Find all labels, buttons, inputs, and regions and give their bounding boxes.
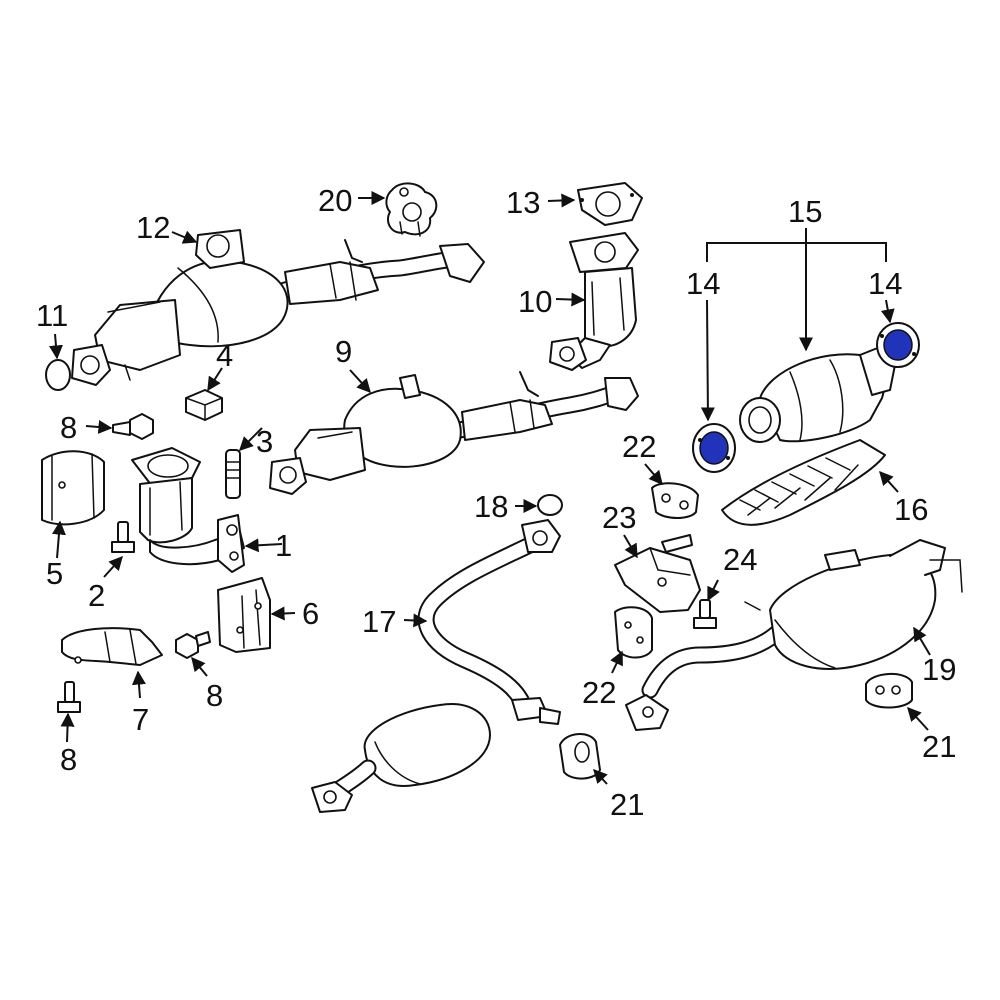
callout-22-lower: 22: [582, 675, 616, 710]
part-16-heat-shield[interactable]: [721, 439, 886, 526]
part-11-ring-gasket[interactable]: [45, 359, 71, 391]
callout-18: 18: [474, 489, 508, 524]
part-14-gasket-left[interactable]: [692, 423, 736, 473]
callout-15: 15: [788, 194, 822, 229]
part-21-exhaust-hanger-right[interactable]: [865, 673, 913, 709]
part-15-catalytic-converter[interactable]: [739, 344, 896, 443]
callout-17: 17: [362, 604, 396, 639]
callout-9: 9: [335, 334, 352, 369]
part-13-exhaust-gasket[interactable]: [577, 182, 643, 226]
part-20-exhaust-hanger-insulator[interactable]: [385, 182, 438, 237]
callout-8-middle: 8: [206, 678, 223, 713]
callout-5: 5: [46, 556, 63, 591]
callout-1: 1: [275, 528, 292, 563]
callout-7: 7: [132, 702, 149, 737]
callout-8-lower: 8: [60, 742, 77, 777]
part-17-center-exhaust-pipe[interactable]: [311, 519, 561, 813]
part-14-gasket-right[interactable]: [876, 322, 920, 368]
callout-14-right: 14: [868, 266, 902, 301]
part-1-catalytic-converter[interactable]: [131, 447, 245, 573]
callout-20: 20: [318, 183, 352, 218]
callout-13: 13: [506, 185, 540, 220]
part-24-bolt[interactable]: [693, 599, 717, 629]
callout-21-center: 21: [610, 787, 644, 822]
part-5-heat-shield[interactable]: [41, 450, 105, 526]
callout-12: 12: [136, 210, 170, 245]
part-7-heat-shield[interactable]: [61, 627, 163, 666]
callout-11: 11: [36, 298, 68, 333]
callout-21-right: 21: [922, 729, 956, 764]
part-21-exhaust-hanger-center[interactable]: [559, 733, 601, 780]
callout-24: 24: [723, 542, 757, 577]
part-4-nut[interactable]: [185, 389, 223, 421]
callout-3: 3: [256, 424, 273, 459]
part-6-heat-shield[interactable]: [217, 577, 271, 653]
part-18-ring-gasket[interactable]: [537, 494, 563, 516]
callout-16: 16: [894, 492, 928, 527]
callout-19: 19: [922, 652, 956, 687]
callout-6: 6: [302, 596, 319, 631]
callout-4: 4: [216, 338, 233, 373]
callout-labels: 1 2 3 4 5 6 7 8 8 8 9 10 11 12 13 14 14 …: [36, 183, 956, 822]
part-23-hanger-bracket[interactable]: [614, 534, 701, 613]
part-22-exhaust-hanger-lower[interactable]: [614, 606, 653, 659]
part-2-bolt[interactable]: [111, 521, 135, 553]
callout-2: 2: [88, 578, 105, 613]
part-22-exhaust-hanger-upper[interactable]: [651, 482, 699, 519]
part-3-stud[interactable]: [225, 449, 241, 499]
part-9-front-exhaust-pipe[interactable]: [269, 371, 639, 495]
part-8-bolt-middle[interactable]: [175, 631, 211, 659]
callout-22-upper: 22: [622, 429, 656, 464]
callout-14-left: 14: [686, 266, 720, 301]
part-12-front-exhaust-pipe[interactable]: [71, 229, 485, 386]
callout-8-upper: 8: [60, 410, 77, 445]
part-19-rear-muffler[interactable]: [625, 539, 963, 731]
callout-23: 23: [602, 500, 636, 535]
part-10-catalytic-converter[interactable]: [549, 232, 639, 371]
callout-10: 10: [518, 284, 552, 319]
leader-lines: [48, 191, 931, 785]
part-8-bolt-lower[interactable]: [57, 681, 81, 713]
part-8-bolt-upper[interactable]: [112, 413, 154, 440]
